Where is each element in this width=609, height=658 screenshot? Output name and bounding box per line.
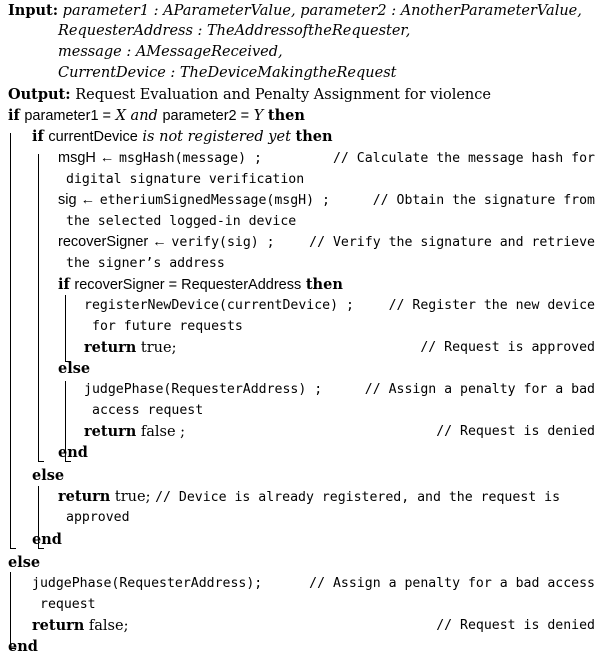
if-keyword: if <box>32 128 44 145</box>
return-denied-outer: return false; // Request is denied <box>32 615 603 636</box>
return-denied-inner: return false ; // Request is denied <box>84 421 603 442</box>
return-approved: return true; // Request is approved <box>84 337 603 358</box>
stmt-msgh-code: msgHash(message) ; <box>119 151 262 166</box>
cond-signer: recoverSigner = RequesterAddress <box>74 277 302 293</box>
if-keyword: if <box>58 276 70 293</box>
else-keyword-inner: else <box>58 360 91 377</box>
else-keyword-outer: else <box>8 554 41 571</box>
return-value: true; <box>140 340 177 356</box>
end-keyword-inner: end <box>58 444 88 461</box>
stmt-judge-inner-comment: // Assign a penalty for a bad <box>364 382 595 397</box>
block-bar-else2 <box>38 486 39 548</box>
block-foot-if3 <box>65 361 71 362</box>
stmt-judge-inner-code: judgePhase(RequesterAddress) ; <box>84 382 323 397</box>
return-comment: // Request is denied <box>436 618 595 633</box>
return-comment: // Request is denied <box>436 424 595 439</box>
output-keyword: Output: <box>8 86 71 103</box>
stmt-register-comment-cont: for future requests <box>92 319 243 334</box>
stmt-judge-inner-comment-cont: access request <box>92 403 204 418</box>
stmt-recover-lhs: recoverSigner ← <box>58 234 167 250</box>
stmt-judge-outer: judgePhase(RequesterAddress); // Assign … <box>32 573 603 594</box>
then-keyword: then <box>267 107 305 124</box>
stmt-recover: recoverSigner ← verify(sig) ; // Verify … <box>58 232 603 253</box>
return-keyword: return <box>84 423 137 440</box>
stmt-msgh: msgH ← msgHash(message) ; // Calculate t… <box>58 148 603 169</box>
return-comment: // Device is already registered, and the… <box>155 490 561 505</box>
cond-current-device: currentDevice <box>48 129 138 145</box>
stmt-judge-inner: judgePhase(RequesterAddress) ; // Assign… <box>84 379 603 400</box>
end-keyword-middle: end <box>32 531 62 548</box>
if-parameters-line: if parameter1 = X and parameter2 = Y the… <box>8 105 305 126</box>
output-text: Request Evaluation and Penalty Assignmen… <box>75 87 491 103</box>
block-bar-inner-if <box>38 154 39 461</box>
stmt-register-code: registerNewDevice(currentDevice) ; <box>84 298 354 313</box>
cond-x-and: X and <box>115 108 158 124</box>
cond-not-registered: is not registered yet <box>142 129 291 145</box>
return-value: false ; <box>140 424 186 440</box>
return-keyword: return <box>58 488 111 505</box>
input-line-2: RequesterAddress : TheAddressoftheReques… <box>58 23 411 39</box>
block-bar-if3 <box>65 295 66 361</box>
stmt-register: registerNewDevice(currentDevice) ; // Re… <box>84 295 603 316</box>
stmt-recover-comment-cont: the signer’s address <box>66 256 225 271</box>
stmt-sig-code: etheriumSignedMessage(msgH) ; <box>99 193 330 208</box>
block-foot-else3 <box>65 461 71 462</box>
stmt-judge-outer-comment: // Assign a penalty for a bad access <box>309 576 595 591</box>
return-value: false; <box>88 618 129 634</box>
return-keyword: return <box>32 617 85 634</box>
return-registered: return true; // Device is already regist… <box>58 486 603 507</box>
input-line-1: Input: parameter1 : AParameterValue, par… <box>8 0 582 21</box>
stmt-register-comment: // Register the new device <box>388 298 595 313</box>
return-comment: // Request is approved <box>420 340 595 355</box>
cond-param2: parameter2 = <box>162 108 250 124</box>
if-signer-line: if recoverSigner = RequesterAddress then <box>58 274 343 295</box>
stmt-judge-outer-code: judgePhase(RequesterAddress); <box>32 576 263 591</box>
stmt-recover-code: verify(sig) ; <box>171 235 275 250</box>
block-foot-else1 <box>10 648 16 649</box>
stmt-sig: sig ← etheriumSignedMessage(msgH) ; // O… <box>58 190 603 211</box>
end-keyword-outer: end <box>8 638 38 655</box>
input-line-3: message : AMessageReceived, <box>58 44 283 60</box>
block-bar-else1 <box>10 572 11 648</box>
input-keyword: Input: <box>8 2 59 19</box>
then-keyword: then <box>295 128 333 145</box>
input-line-4: CurrentDevice : TheDeviceMakingtheReques… <box>58 65 397 81</box>
stmt-msgh-lhs: msgH ← <box>58 150 115 166</box>
cond-y: Y <box>253 108 264 124</box>
stmt-judge-outer-comment-cont: request <box>40 597 96 612</box>
return-keyword: return <box>84 339 137 356</box>
block-bar-outer-if <box>10 133 11 548</box>
output-line: Output: Request Evaluation and Penalty A… <box>8 84 491 105</box>
cond-param1: parameter1 = <box>24 108 112 124</box>
then-keyword: then <box>305 276 343 293</box>
return-registered-comment-cont: approved <box>66 510 130 525</box>
block-foot-inner <box>38 461 44 462</box>
if-registered-line: if currentDevice is not registered yet t… <box>32 126 333 147</box>
return-value: true; <box>114 489 151 505</box>
else-keyword-middle: else <box>32 467 65 484</box>
block-foot-else2 <box>38 548 44 549</box>
stmt-sig-comment: // Obtain the signature from <box>372 193 595 208</box>
stmt-sig-comment-cont: the selected logged-in device <box>66 214 297 229</box>
block-foot-outer <box>10 548 16 549</box>
stmt-sig-lhs: sig ← <box>58 192 96 208</box>
stmt-recover-comment: // Verify the signature and retrieve <box>309 235 595 250</box>
input-params-1: parameter1 : AParameterValue, parameter2… <box>62 3 582 19</box>
stmt-msgh-comment-cont: digital signature verification <box>66 172 305 187</box>
if-keyword: if <box>8 107 20 124</box>
block-bar-else3 <box>65 381 66 461</box>
stmt-msgh-comment: // Calculate the message hash for <box>332 151 595 166</box>
